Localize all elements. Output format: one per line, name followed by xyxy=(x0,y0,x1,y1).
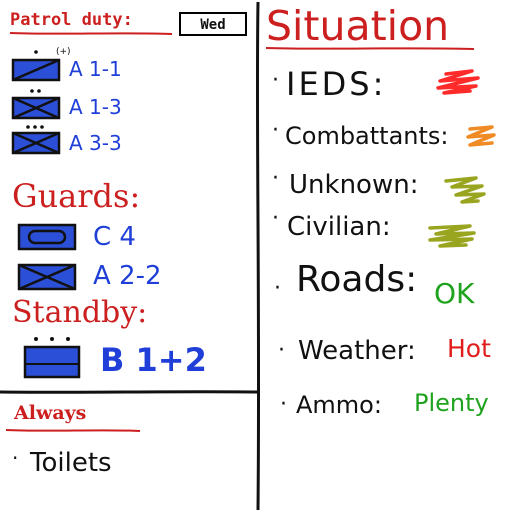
situation-label: Roads: xyxy=(296,259,418,300)
situation-bullet: · xyxy=(280,392,287,417)
infantry-unit-icon xyxy=(11,50,61,82)
patrol-unit-label: A 3-3 xyxy=(69,131,122,155)
situation-label: Ammo: xyxy=(296,391,382,419)
guards-unit-label: A 2-2 xyxy=(93,261,162,291)
guards-title: Guards: xyxy=(12,177,141,215)
olive-scribble-icon xyxy=(428,224,476,248)
situation-bullet: · xyxy=(274,276,281,301)
standby-unit-label: B 1+2 xyxy=(100,341,207,379)
always-item: Toilets xyxy=(30,448,112,478)
infantry-unit-icon xyxy=(11,125,61,155)
day-label: Wed xyxy=(200,17,226,33)
standby-title: Standby: xyxy=(12,295,148,330)
patrol-unit-label: A 1-3 xyxy=(69,95,122,119)
olive-scribble-icon xyxy=(444,176,486,204)
situation-title: Situation xyxy=(266,2,450,50)
ammo-value: Plenty xyxy=(414,389,489,417)
guards-unit-label: C 4 xyxy=(93,222,136,252)
situation-label: Unknown: xyxy=(289,170,419,200)
patrol-unit-label: A 1-1 xyxy=(69,57,122,81)
patrol-duty-title: Patrol duty: xyxy=(10,10,133,30)
always-bullet: · xyxy=(12,446,19,470)
company-unit-icon xyxy=(23,337,81,379)
situation-bullet: · xyxy=(272,206,279,231)
situation-label: Weather: xyxy=(298,336,416,366)
situation-label: Civilian: xyxy=(287,212,391,242)
situation-bullet: · xyxy=(278,338,285,363)
infantry-unit-icon xyxy=(11,89,61,120)
always-title: Always xyxy=(14,402,87,424)
unit-modifier: (+) xyxy=(56,47,71,57)
orange-scribble-icon xyxy=(466,125,496,147)
situation-bullet: · xyxy=(272,68,279,93)
infantry-unit-icon xyxy=(17,263,77,291)
situation-bullet: · xyxy=(272,166,279,191)
roads-value: OK xyxy=(434,277,475,310)
day-box: Wed xyxy=(179,12,247,36)
situation-label: Combattants: xyxy=(285,122,449,150)
situation-label: IEDS: xyxy=(286,65,387,103)
red-scribble-icon xyxy=(436,69,480,95)
situation-bullet: · xyxy=(272,118,279,143)
weather-value: Hot xyxy=(447,334,491,363)
armor-unit-icon xyxy=(17,223,77,251)
